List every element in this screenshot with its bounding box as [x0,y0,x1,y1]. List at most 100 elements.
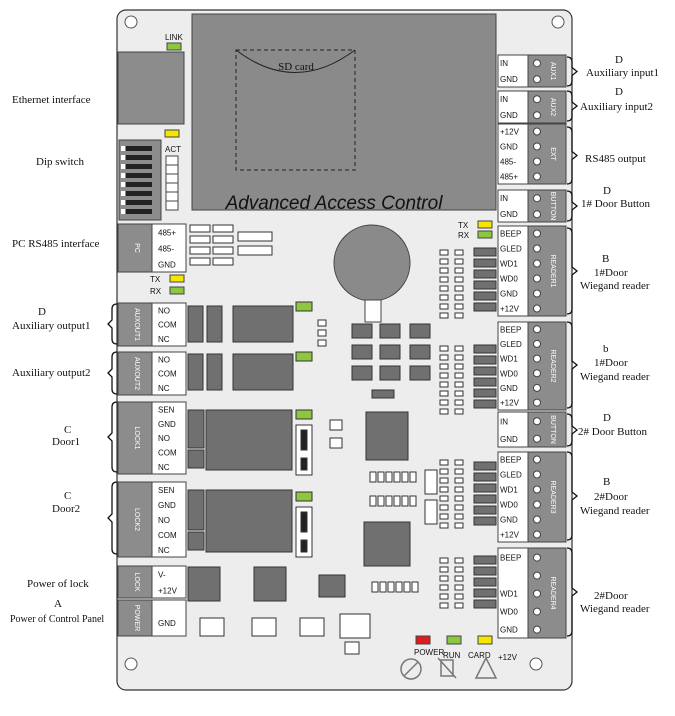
reader1-line2: Wiegand reader [580,280,650,292]
coin-battery [333,224,411,302]
flash-chip [363,521,411,567]
right-reader3-screw [533,470,541,479]
right-reader2-pins-box [497,321,529,411]
left-pc-pin: 485+ [158,229,176,238]
right-bracket [566,547,579,637]
right-button1-block [527,189,567,223]
left-aux2-pin: NC [158,384,170,393]
right-reader1-screw [533,229,541,238]
lock1-driver [187,449,205,469]
reader3-buffer [473,472,497,482]
act-label: ACT [165,145,181,154]
reader1-buffer [473,291,497,301]
right-reader3-pin: +12V [500,531,520,540]
reader1-buffer [473,280,497,290]
reader2-buffer [473,399,497,409]
left-lock2-pin: NC [158,546,170,555]
resistor-array [393,495,401,507]
resistor [454,372,464,379]
bottom-12v-label: +12V [498,653,518,662]
power-led [415,635,431,645]
resistor-array [385,495,393,507]
right-reader4-pin: WD1 [500,590,518,599]
resistor [454,575,464,582]
jumper-cap [300,457,308,471]
resistor-array [401,495,409,507]
resistor [454,363,464,370]
left-lock1-pin: NO [158,434,170,443]
reader3-line2: Wiegand reader [580,505,650,517]
dip-toggle [126,146,152,151]
right-reader2-pin: BEEP [500,325,521,334]
dip-toggle-marker [121,200,125,205]
capacitor [329,437,343,449]
panel-power-letter: A [54,598,62,610]
relay-coil [187,305,204,343]
inductor [318,574,346,598]
rs485-output-label: RS485 output [585,153,646,165]
resistor [439,495,449,502]
right-aux1-pin: IN [500,59,508,68]
reader4-buffer [473,588,497,598]
right-reader1-pin: BEEP [500,230,521,239]
left-bracket [107,351,118,395]
right-reader2-block [527,321,567,411]
ic [351,365,373,381]
ic [379,344,401,360]
right-button1-screw [533,210,541,219]
btn1-label: 1# Door Button [581,198,651,210]
resistor [439,276,449,283]
right-reader4-pin: BEEP [500,554,521,563]
right-reader1-screw [533,274,541,283]
resistor [454,584,464,591]
run-led-label: RUN [443,651,461,660]
act-led [164,129,180,138]
aux-out1-letter: D [38,306,46,318]
right-reader1-pin: WD0 [500,275,518,284]
pc485-label: PC RS485 interface [12,238,100,250]
left-bracket [107,481,118,555]
resistor [439,459,449,466]
resistor [439,575,449,582]
lock1-driver [187,409,205,449]
resistor [439,468,449,475]
aux2-relay [232,353,294,391]
reader4-buffer [473,555,497,565]
left-aux2-pins-box [151,351,187,396]
resistor [439,345,449,352]
mounting-hole [529,657,543,671]
dip-toggle [126,173,152,178]
resistor [237,245,273,256]
left-lock1-tag: LOCK1 [133,427,140,450]
right-reader4-screw [533,589,541,598]
display-panel [191,13,497,211]
mounting-hole [124,15,138,29]
dip-toggle [126,164,152,169]
dip-switch [118,139,162,221]
resistor [454,381,464,388]
door2-letter: C [64,490,72,502]
capacitor [339,613,371,639]
right-button1-screw [533,194,541,203]
right-button1-tag: BUTTON [549,192,556,221]
resistor-array [369,471,377,483]
right-connector-group: AUX1INGNDAUX2INGNDEXT+12VGND485-485+BUTT… [497,54,567,639]
resistor [439,593,449,600]
capacitor [317,339,327,347]
mounting-hole [124,657,138,671]
right-ext-pin: GND [500,143,518,152]
right-reader3-screw [533,500,541,509]
right-button1-pin: IN [500,194,508,203]
reader3-buffer [473,505,497,515]
board-title: Advanced Access Control [225,193,444,214]
right-reader2-tag: READER2 [549,349,556,382]
right-reader4-tag: READER4 [549,576,556,609]
resistor [454,354,464,361]
resistor [454,267,464,274]
right-reader1-pins-box [497,225,529,317]
resistor-array [409,471,417,483]
right-reader3-screw [533,515,541,524]
right-aux1-pin: GND [500,75,518,84]
left-aux1-block [117,302,153,347]
ic [409,365,431,381]
